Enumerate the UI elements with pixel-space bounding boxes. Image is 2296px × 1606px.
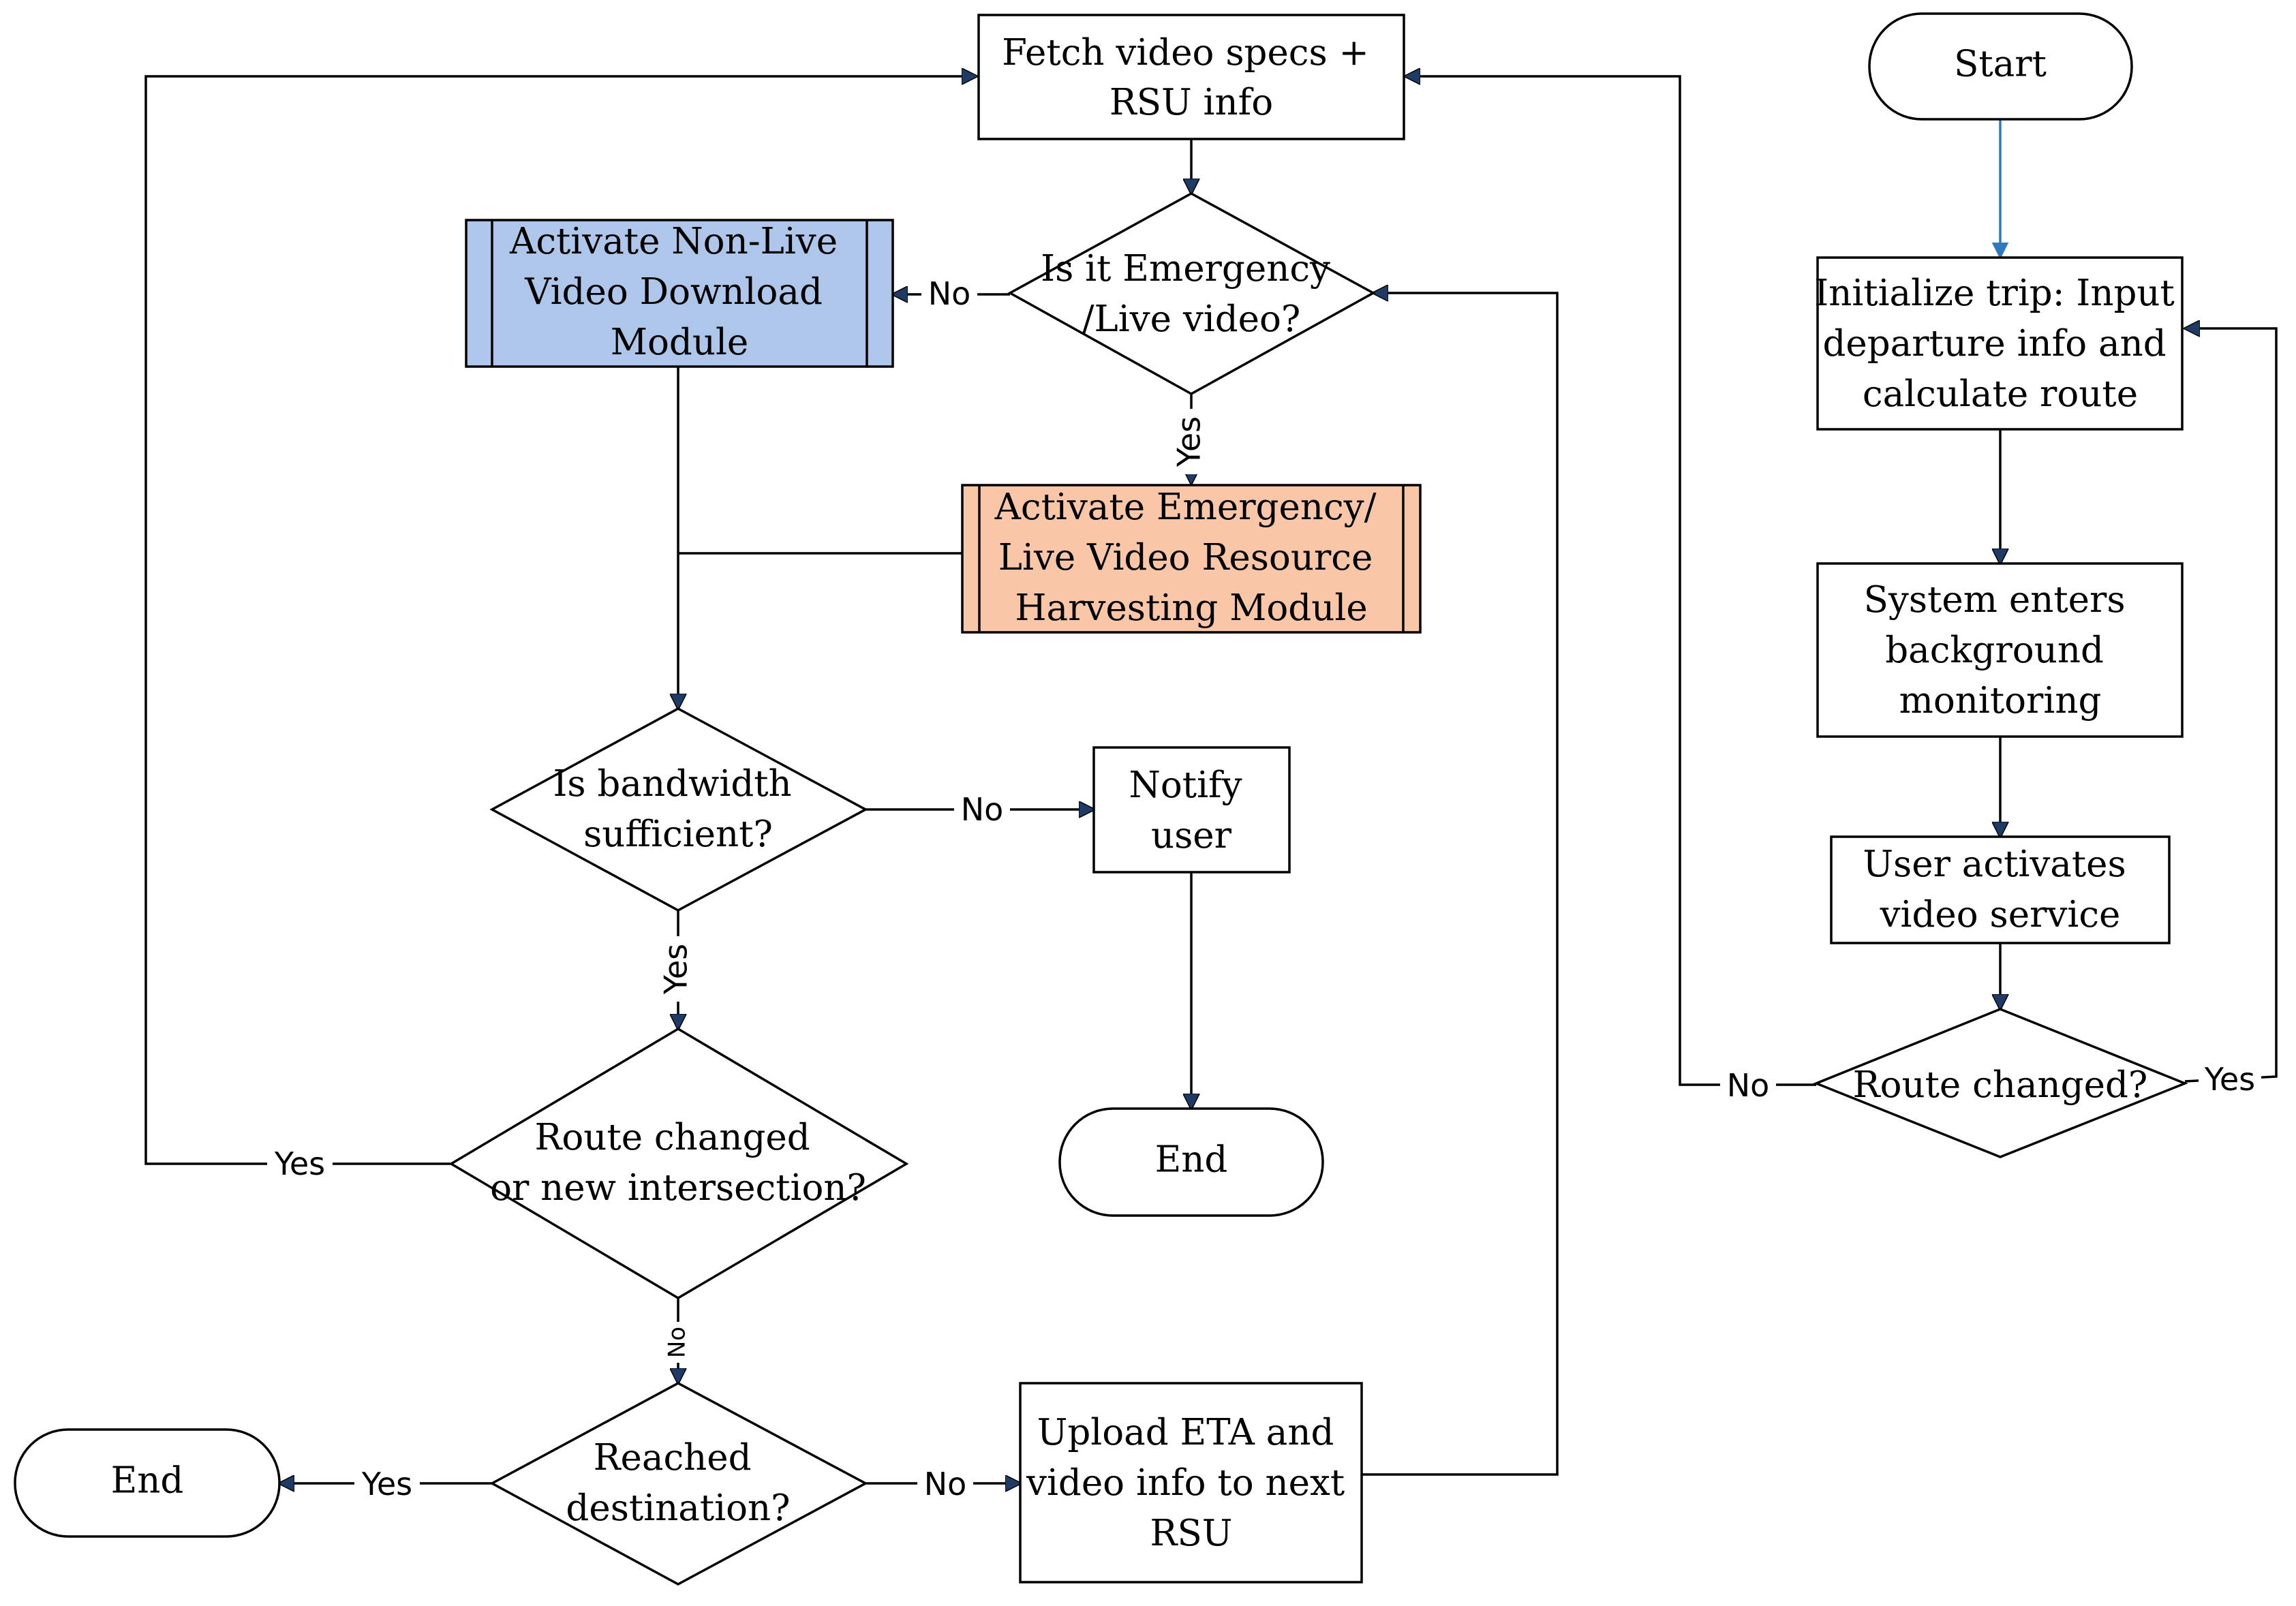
reached-destination-line-2: destination?: [566, 1487, 790, 1529]
destination-no-label: No: [924, 1466, 967, 1502]
nodes: Start Initialize trip: Input departure i…: [14, 12, 2188, 1586]
emergency-module-line-2: Live Video Resource: [998, 537, 1373, 578]
svg-text:Initialize trip: Input: Initialize trip: Input departure info an…: [1814, 273, 2186, 415]
bandwidth-no-label: No: [961, 791, 1004, 828]
route-left-no-label: No: [664, 1327, 691, 1358]
route-changed-left-decision: Route changed or new intersection?: [448, 1027, 909, 1300]
svg-text:Is bandwidth sufficien: Is bandwidth sufficient?: [553, 763, 803, 855]
svg-text:System enters backgrou: System enters background monitoring: [1864, 579, 2137, 722]
background-box: System enters background monitoring: [1816, 562, 2184, 738]
notify-user-box: Notify user: [1092, 746, 1291, 874]
emergency-module-line-1: Activate Emergency/: [994, 487, 1377, 528]
fetch-specs-line-1: Fetch video specs +: [1002, 32, 1369, 74]
emergency-module-line-3: Harvesting Module: [1015, 587, 1367, 629]
notify-user-line-1: Notify: [1129, 765, 1242, 806]
svg-text:Is it Emergency /Live: Is it Emergency /Live video?: [1041, 248, 1342, 340]
emergency-yes-label: Yes: [1171, 416, 1208, 467]
bandwidth-yes-label: Yes: [658, 944, 694, 995]
svg-text:Route changed or new i: Route changed or new intersection?: [490, 1117, 866, 1209]
non-live-line-3: Module: [611, 322, 749, 363]
reached-destination-decision: Reached destination?: [489, 1382, 868, 1586]
init-trip-line-3: calculate route: [1863, 373, 2138, 415]
route-right-yes-label: Yes: [2204, 1061, 2255, 1098]
bandwidth-line-1: Is bandwidth: [553, 763, 791, 805]
route-changed-left-line-2: or new intersection?: [490, 1167, 866, 1209]
svg-text:User activates video s: User activates video service: [1863, 844, 2137, 936]
is-emergency-line-1: Is it Emergency: [1041, 248, 1330, 290]
fetch-specs-box: Fetch video specs + RSU info: [977, 14, 1405, 140]
svg-text:Upload ETA and video i: Upload ETA and video info to next RSU: [1026, 1412, 1356, 1554]
svg-text:Reached destination?: Reached destination?: [566, 1437, 790, 1529]
init-trip-line-1: Initialize trip: Input: [1814, 273, 2175, 314]
edge-labels: No Yes No Yes Yes No Yes No No Yes: [267, 274, 2261, 1503]
bandwidth-line-2: sufficient?: [583, 814, 773, 855]
start-terminal: Start: [1868, 12, 2133, 121]
is-emergency-line-2: /Live video?: [1082, 298, 1301, 340]
route-right-no-label: No: [1727, 1067, 1770, 1104]
route-changed-right-decision: Route changed?: [1813, 1008, 2188, 1158]
upload-eta-line-2: video info to next: [1026, 1462, 1345, 1504]
svg-text:Activate Emergency/ Li: Activate Emergency/ Live Video Resource …: [994, 487, 1388, 629]
non-live-line-2: Video Download: [524, 271, 823, 313]
end-middle-label: End: [1155, 1139, 1228, 1181]
init-trip-box: Initialize trip: Input departure info an…: [1814, 256, 2186, 431]
reached-destination-line-1: Reached: [594, 1437, 752, 1479]
end-left-label: End: [111, 1460, 184, 1502]
start-label: Start: [1954, 44, 2047, 85]
fetch-specs-line-2: RSU info: [1109, 82, 1273, 123]
route-changed-right-label: Route changed?: [1853, 1064, 2148, 1106]
background-line-1: System enters: [1864, 579, 2126, 621]
init-trip-line-2: departure info and: [1822, 323, 2166, 365]
route-left-yes-label: Yes: [274, 1145, 325, 1182]
edge-route-right-no: [1405, 76, 1816, 1086]
emergency-no-label: No: [928, 275, 971, 312]
edge-route-right-yes: [2185, 328, 2278, 1083]
user-activates-line-2: video service: [1880, 894, 2121, 936]
svg-text:Activate Non-Live Vide: Activate Non-Live Video Download Module: [509, 221, 849, 363]
background-line-2: background: [1885, 630, 2104, 671]
end-left-terminal: End: [14, 1428, 281, 1538]
upload-eta-box: Upload ETA and video info to next RSU: [1019, 1382, 1363, 1584]
route-changed-left-line-1: Route changed: [534, 1117, 810, 1158]
user-activates-box: User activates video service: [1830, 835, 2171, 944]
is-emergency-decision: Is it Emergency /Live video?: [1007, 192, 1376, 396]
edge-upload-to-emergency: [1362, 293, 1559, 1476]
upload-eta-line-3: RSU: [1150, 1513, 1233, 1554]
background-line-3: monitoring: [1899, 680, 2102, 722]
notify-user-line-2: user: [1151, 815, 1232, 856]
non-live-module-box: Activate Non-Live Video Download Module: [465, 219, 894, 368]
emergency-module-box: Activate Emergency/ Live Video Resource …: [961, 484, 1422, 634]
upload-eta-line-1: Upload ETA and: [1037, 1412, 1334, 1453]
non-live-line-1: Activate Non-Live: [509, 221, 838, 262]
bandwidth-decision: Is bandwidth sufficient?: [489, 707, 868, 912]
svg-text:Fetch video specs + RS: Fetch video specs + RSU info: [1002, 32, 1381, 123]
user-activates-line-1: User activates: [1863, 844, 2126, 885]
destination-yes-label: Yes: [361, 1466, 412, 1502]
svg-text:Notify user: Notify user: [1129, 765, 1254, 856]
end-middle-terminal: End: [1058, 1107, 1324, 1217]
